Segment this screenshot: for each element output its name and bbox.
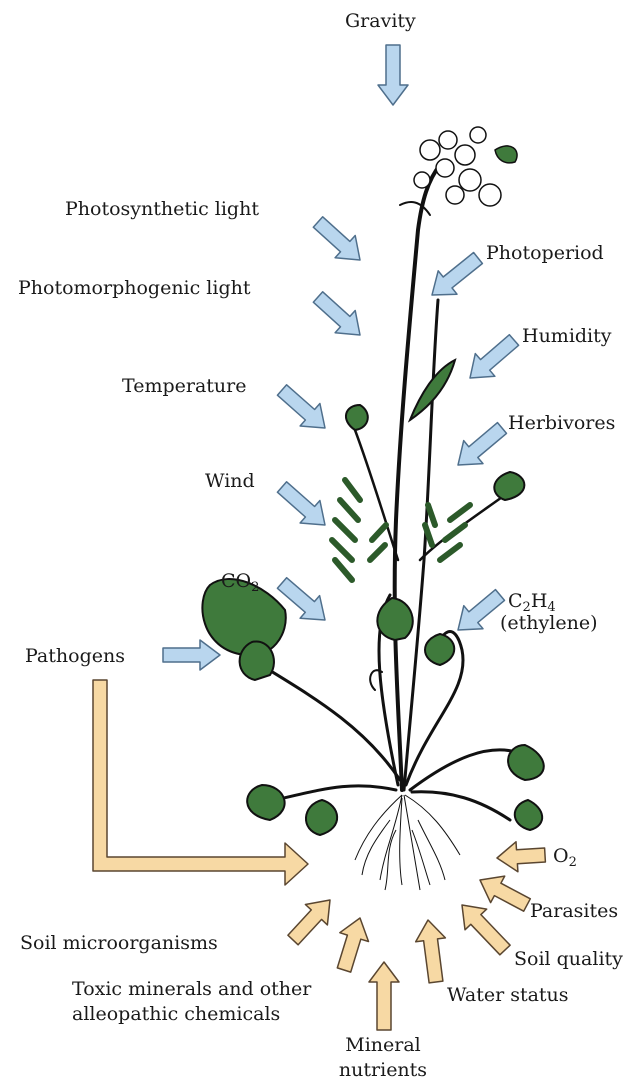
label-pathogens: Pathogens	[25, 645, 125, 667]
arrow-gravity	[378, 45, 408, 105]
root-1	[380, 795, 402, 880]
label-photosynthetic-light: Photosynthetic light	[65, 198, 259, 220]
label-herbivores: Herbivores	[508, 412, 615, 434]
arrow-humidity	[470, 335, 519, 378]
flower-3	[455, 145, 475, 165]
arrow-parasites	[480, 876, 530, 911]
arrow-photoperiod	[432, 253, 482, 296]
label-temperature: Temperature	[122, 375, 246, 397]
arrow-water-status	[416, 920, 446, 983]
label-c2h4: C2H4 (ethylene)	[508, 590, 597, 634]
leaf-lower-left-2	[306, 800, 337, 835]
root-6	[362, 820, 390, 875]
arrow-wind	[277, 482, 325, 525]
main-stem	[395, 165, 440, 790]
lower-left-stem	[275, 786, 396, 800]
arrow-soil-quality	[462, 905, 510, 955]
label-wind: Wind	[205, 470, 255, 492]
root-3	[355, 795, 402, 860]
arrow-photosynthetic-light	[313, 217, 360, 260]
lower-right-stem-2	[412, 792, 510, 820]
label-photoperiod: Photoperiod	[486, 242, 604, 264]
co2-sub: 2	[251, 580, 259, 595]
leaf-upper-left	[346, 405, 368, 430]
leaf-left-small	[240, 642, 274, 680]
label-co2: CO2	[221, 570, 259, 592]
label-o2: O2	[553, 845, 577, 867]
co2-main: CO	[221, 570, 251, 592]
flower-7	[479, 184, 501, 206]
flower-4	[436, 159, 454, 177]
leaf-right-top	[494, 472, 524, 500]
mineral-line1: Mineral	[338, 1033, 428, 1058]
arrow-temperature	[277, 385, 325, 428]
arrow-photomorphogenic-light	[313, 292, 360, 335]
arrow-pathogens	[163, 640, 220, 670]
root-4	[405, 795, 460, 855]
flower-1	[420, 140, 440, 160]
label-soil-quality: Soil quality	[514, 948, 623, 970]
arrow-pathogens-to-soil	[93, 680, 308, 885]
environmental-arrows	[163, 45, 519, 670]
arrow-o2	[497, 842, 545, 872]
leaf-center	[377, 598, 412, 640]
mineral-line2: nutrients	[338, 1058, 428, 1083]
flower-sepal	[495, 146, 517, 163]
label-water-status: Water status	[447, 984, 569, 1006]
upper-left-branch	[355, 430, 398, 560]
c2h4-ethylene: (ethylene)	[500, 612, 597, 634]
arrow-mineral-nutrients	[369, 962, 399, 1030]
flower-9	[470, 127, 486, 143]
label-parasites: Parasites	[530, 900, 618, 922]
label-gravity: Gravity	[345, 10, 416, 32]
flower-5	[414, 172, 430, 188]
leaf-lower-right-1	[508, 745, 544, 780]
root-2	[404, 795, 420, 890]
toxic-line1: Toxic minerals and other	[72, 977, 311, 1002]
flower-2	[439, 131, 457, 149]
label-soil-microorganisms: Soil microorganisms	[20, 932, 218, 954]
leaf-lower-right-2	[515, 800, 542, 830]
label-photomorphogenic-light: Photomorphogenic light	[18, 277, 251, 299]
label-mineral-nutrients: Mineral nutrients	[338, 1033, 428, 1083]
arrow-toxic-minerals	[337, 918, 368, 972]
roots	[355, 795, 460, 890]
flower-8	[446, 186, 464, 204]
toxic-line2: alleopathic chemicals	[72, 1002, 311, 1027]
leaf-right-small	[425, 634, 454, 665]
fern-leaves	[332, 480, 470, 580]
root-5	[400, 798, 402, 885]
arrow-herbivores	[458, 423, 507, 465]
fern-right	[425, 505, 470, 560]
flower-cluster	[414, 127, 517, 206]
arrow-soil-microorganisms	[288, 900, 330, 945]
leaf-lower-left-1	[247, 785, 284, 820]
flower-6	[459, 169, 481, 191]
label-humidity: Humidity	[522, 325, 612, 347]
label-toxic-minerals: Toxic minerals and other alleopathic che…	[72, 977, 311, 1027]
arrow-c2h4	[458, 590, 505, 630]
c2h4-formula: C2H4	[508, 590, 597, 612]
flower-stalk	[400, 202, 430, 215]
root-7	[418, 820, 445, 880]
lower-right-stem	[410, 750, 525, 790]
